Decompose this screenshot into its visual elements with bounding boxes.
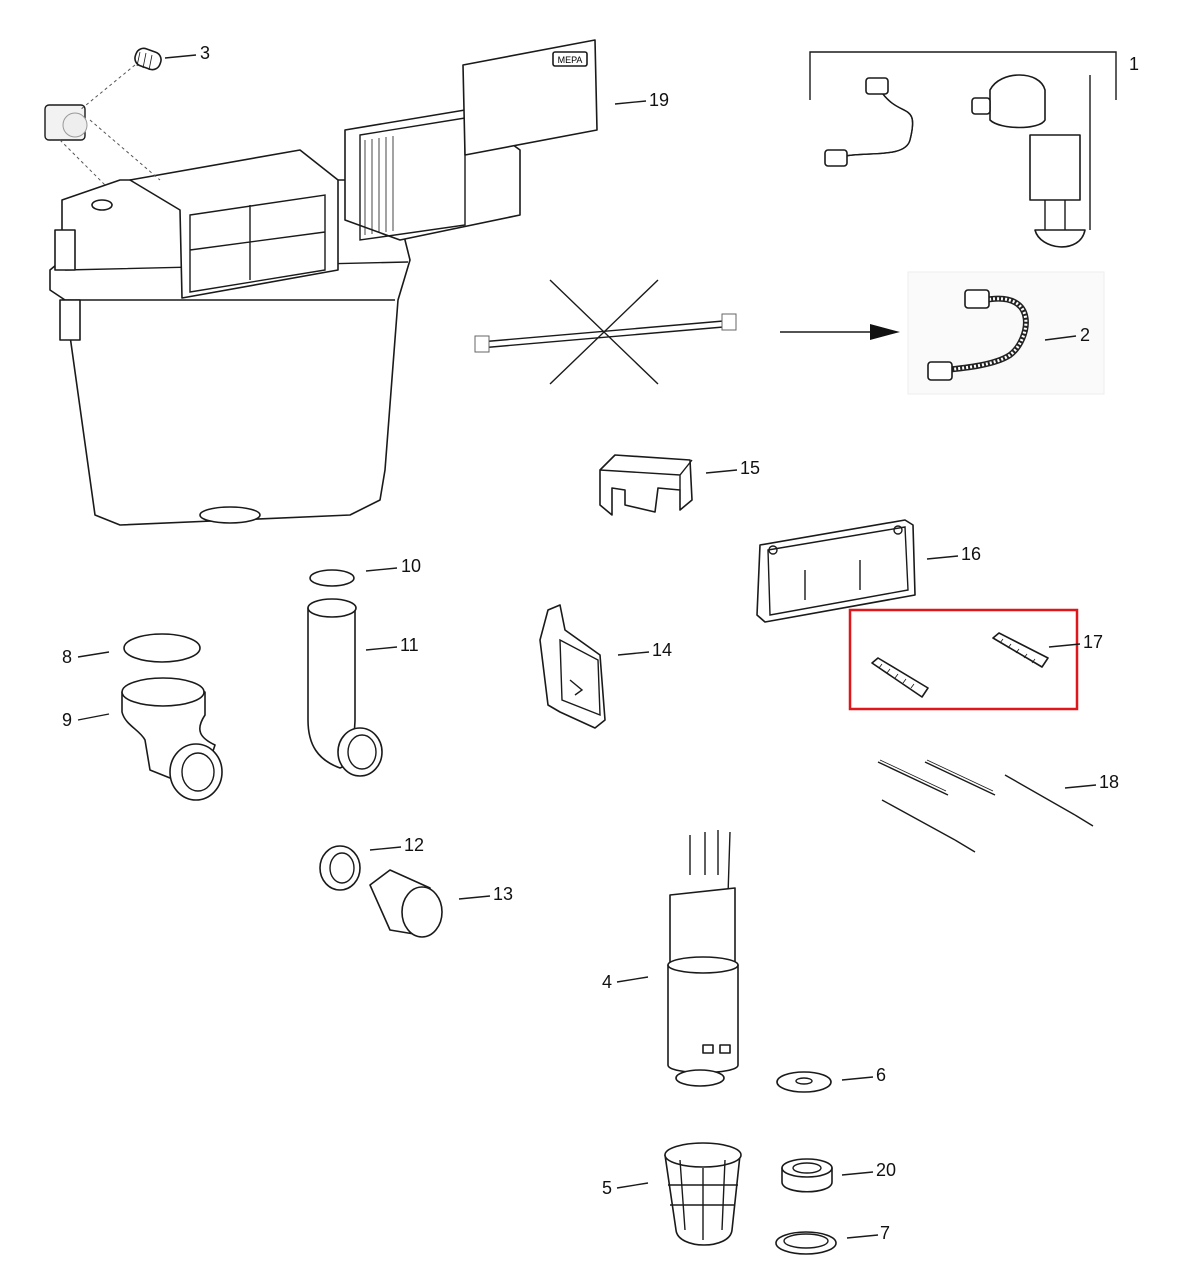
part-17-wall-plugs[interactable] (848, 608, 1079, 711)
label-6: 6 (876, 1065, 886, 1085)
part-7-gasket[interactable] (775, 1231, 837, 1255)
label-8: 8 (62, 647, 72, 667)
part-8-seal-ring[interactable] (123, 633, 201, 663)
part-6-washer[interactable] (776, 1071, 832, 1093)
obsolete-pipe-crossed (474, 279, 737, 385)
part-13-sleeve[interactable] (369, 869, 443, 938)
part-18-fixing-screws[interactable] (877, 759, 1094, 853)
label-11: 11 (400, 635, 419, 655)
part-4-flush-valve[interactable] (667, 830, 739, 1087)
part-3-grommet[interactable] (133, 46, 164, 72)
part-10-o-ring[interactable] (309, 569, 355, 587)
label-18: 18 (1099, 772, 1119, 792)
label-7: 7 (880, 1223, 890, 1243)
label-9: 9 (62, 710, 72, 730)
label-12: 12 (404, 835, 424, 855)
part-14-actuator-holder[interactable] (539, 604, 606, 729)
label-16: 16 (961, 544, 981, 564)
label-19: 19 (649, 90, 669, 110)
part-9-bend-connector[interactable] (121, 677, 223, 801)
part-16-mounting-frame[interactable] (756, 519, 916, 623)
part-15-bracket[interactable] (599, 454, 693, 516)
label-14: 14 (652, 640, 672, 660)
label-15: 15 (740, 458, 760, 478)
label-5: 5 (602, 1178, 612, 1198)
label-20: 20 (876, 1160, 896, 1180)
label-1: 1 (1129, 54, 1139, 74)
cistern-body[interactable] (49, 149, 411, 526)
highlight-box (848, 608, 1079, 711)
label-10: 10 (401, 556, 421, 576)
part-11-bend-pipe[interactable] (307, 598, 383, 777)
part-12-seal[interactable] (319, 845, 361, 891)
label-13: 13 (493, 884, 513, 904)
logo: MEPA (558, 55, 583, 65)
label-2: 2 (1080, 325, 1090, 345)
part-20-nut[interactable] (781, 1158, 833, 1193)
part-2-flexible-hose[interactable] (907, 271, 1105, 395)
label-17: 17 (1083, 632, 1103, 652)
flush-button-ghost (44, 104, 88, 141)
label-4: 4 (602, 972, 612, 992)
replace-arrow (780, 324, 900, 340)
part-1-fill-valve-set[interactable] (809, 51, 1117, 248)
label-3: 3 (200, 43, 210, 63)
part-19-access-panel[interactable]: MEPA (344, 39, 598, 241)
part-5-strainer[interactable] (664, 1142, 742, 1246)
